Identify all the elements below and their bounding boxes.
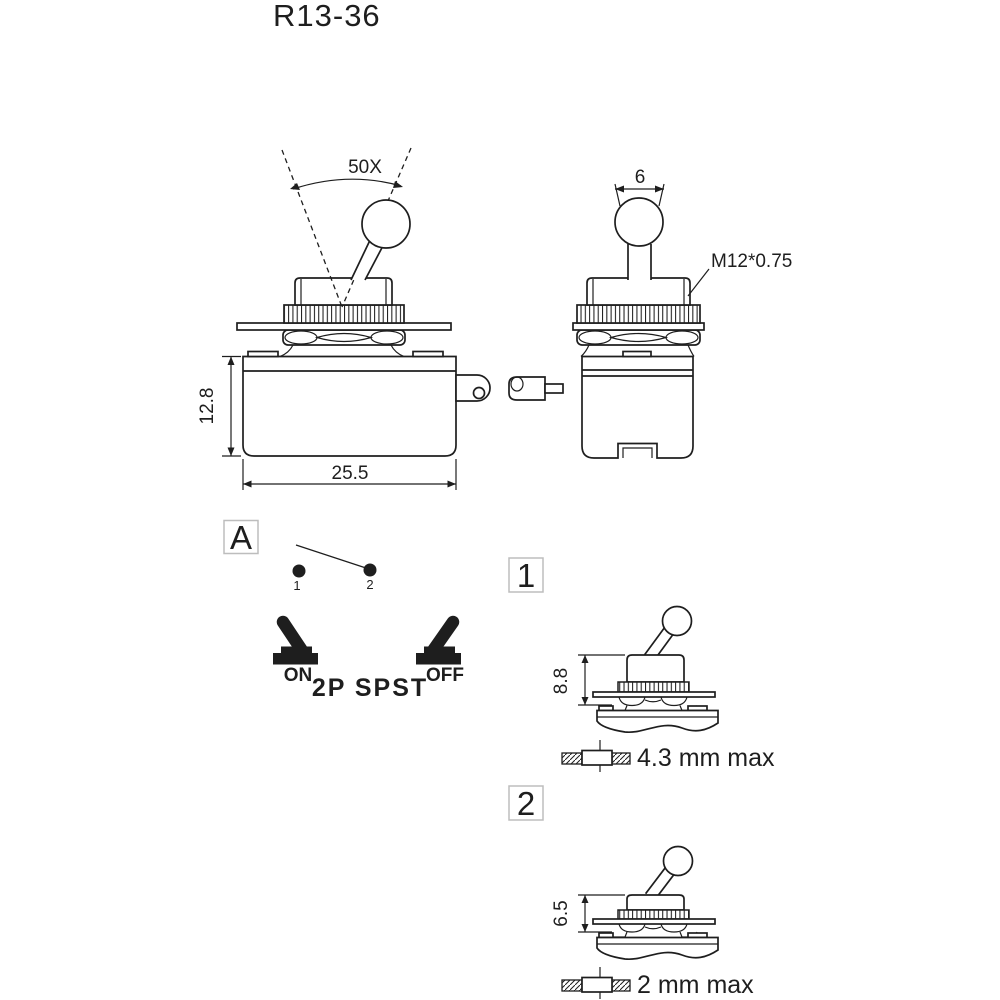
on-label: ON [284, 665, 313, 686]
side-view: 6 M12*0.75 [508, 167, 792, 459]
schematic-section: A 1 2 [223, 519, 377, 593]
toggle-lever-ball-front [361, 199, 411, 249]
section-1-box [508, 557, 544, 593]
mount1-hex-nut [609, 696, 698, 712]
section-a-label: A [230, 519, 252, 556]
height-dimension: 12.8 [197, 355, 241, 457]
height-dimension-label: 12.8 [197, 388, 218, 425]
width-dimension: 25.5 [242, 459, 457, 490]
terminal-hole [472, 386, 486, 400]
part-number-title: R13-36 [273, 0, 381, 33]
body-tab [247, 350, 279, 358]
on-toggle-icon [273, 615, 318, 665]
panel-thickness-symbol-1 [561, 740, 631, 772]
front-view: 50X 12.8 25.5 [197, 147, 491, 490]
body-tab [622, 350, 652, 358]
pole-type-label: 2P SPST [312, 674, 428, 702]
mount-view-1: 1 [508, 557, 775, 772]
panel-thickness-label-1: 4.3 mm max [637, 744, 775, 772]
section-2-box [508, 785, 544, 821]
terminal-2-label: 2 [366, 577, 373, 592]
mount2-panel [596, 932, 719, 960]
mount1-face-plate [592, 691, 716, 698]
mount2-lever-ball [662, 845, 694, 877]
mount1-knurled-ring [617, 681, 690, 693]
mount1-height-label: 8.8 [551, 668, 572, 694]
mount2-bushing [626, 894, 685, 911]
panel-thickness-label-2: 2 mm max [637, 971, 754, 999]
switch-body-front [242, 350, 457, 457]
angle-dimension-label: 50X [348, 157, 382, 178]
body-foot-step [622, 447, 653, 458]
lever-width-dimension: 6 [614, 167, 665, 207]
contact-dot-1 [292, 564, 306, 578]
off-label: OFF [426, 665, 464, 686]
skirt-left [580, 344, 590, 357]
knurled-ring-front [283, 304, 405, 324]
body-tab [412, 350, 444, 358]
solder-lug-loose [508, 376, 564, 401]
face-plate-side [572, 322, 705, 331]
mount1-bushing [626, 654, 685, 683]
switch-body-side [581, 350, 694, 459]
threaded-bushing-front [294, 277, 393, 306]
skirt-right [390, 344, 405, 358]
mount2-knurled-ring [617, 909, 690, 920]
thread-label: M12*0.75 [711, 251, 792, 272]
toggle-lever-shaft-side [627, 244, 652, 280]
skirt-right [687, 344, 695, 357]
lever-width-dimension-label: 6 [635, 167, 646, 188]
contact-dot-2 [363, 563, 377, 577]
terminal-1-label: 1 [293, 578, 300, 593]
skirt-left [279, 344, 294, 358]
thread-callout: M12*0.75 [687, 251, 792, 297]
toggle-lever-ball-side [614, 197, 664, 247]
mount2-height-dimension: 6.5 [551, 894, 625, 933]
solder-terminal-front [455, 374, 491, 402]
mount2-hex-nut [609, 923, 698, 938]
section-a-box [223, 519, 259, 555]
swing-angle-dashed-lines [281, 147, 412, 308]
mount-view-2: 2 [508, 785, 754, 999]
hex-nut-side [576, 329, 701, 346]
section-1-label: 1 [517, 557, 535, 594]
toggle-positions: ON OFF 2P SPST [273, 615, 464, 702]
hex-nut-front [282, 329, 406, 346]
face-plate-front [236, 322, 452, 331]
mount2-height-label: 6.5 [551, 900, 572, 926]
mount1-lever-ball [661, 605, 693, 637]
mount1-height-dimension: 8.8 [551, 654, 625, 706]
lug-tab [544, 383, 564, 394]
width-dimension-label: 25.5 [332, 463, 369, 484]
knurled-ring-side [576, 304, 701, 324]
section-2-label: 2 [517, 785, 535, 822]
mount1-panel [596, 705, 719, 733]
swing-angle-arc [290, 178, 403, 190]
off-toggle-icon [416, 615, 461, 665]
panel-thickness-symbol-2 [561, 967, 631, 999]
mount2-face-plate [592, 918, 716, 925]
lug-hole [510, 376, 524, 392]
switch-arm-line [295, 544, 370, 570]
threaded-bushing-side [586, 277, 691, 306]
